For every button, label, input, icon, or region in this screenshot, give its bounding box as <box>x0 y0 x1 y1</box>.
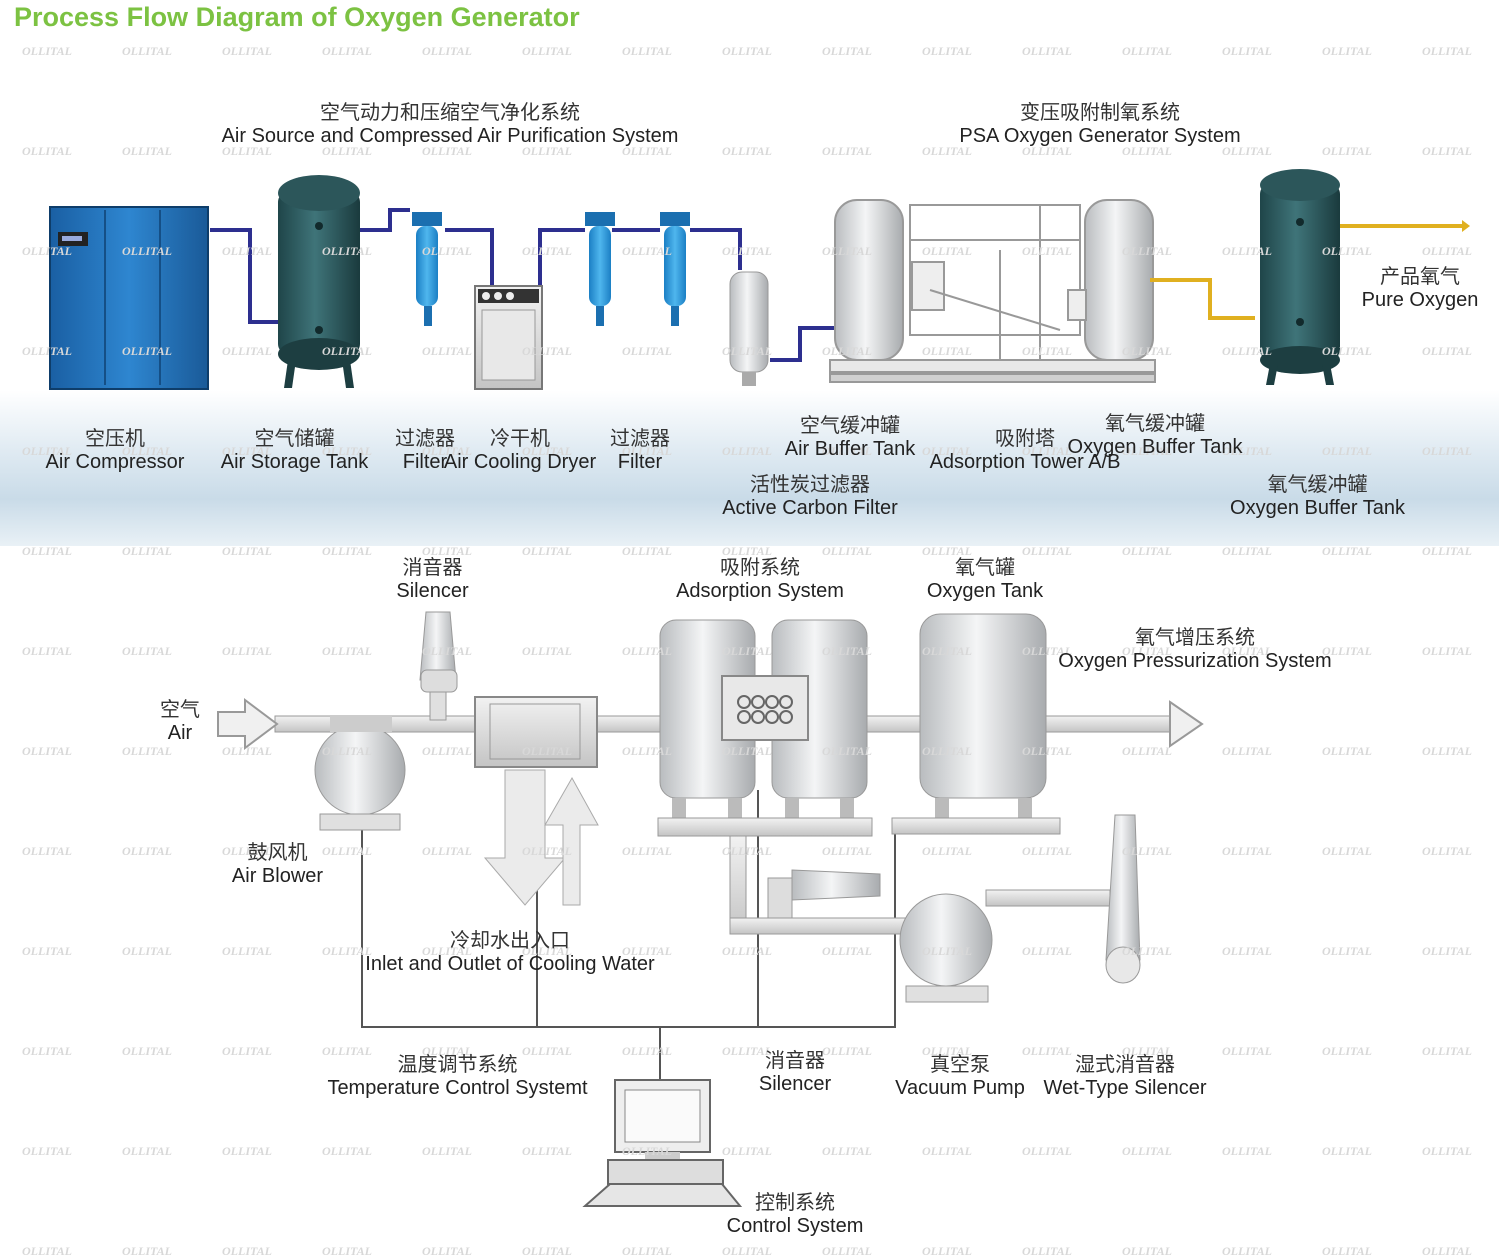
oxygen-arrow-icon <box>1462 220 1470 232</box>
page-title: Process Flow Diagram of Oxygen Generator <box>14 2 580 32</box>
control-computer-icon <box>582 1079 743 1207</box>
filter-2 <box>585 212 690 326</box>
air-storage-tank <box>278 175 360 388</box>
valve-panel-icon <box>737 695 793 724</box>
air-compressor-unit <box>49 206 209 390</box>
heat-exchanger <box>474 696 599 906</box>
oxygen-tank <box>891 613 1061 835</box>
oxygen-buffer-tank <box>1260 169 1340 385</box>
silencer-top <box>419 611 458 721</box>
air-blower <box>314 716 406 831</box>
air-cooling-dryer <box>474 285 543 390</box>
air-pipes <box>210 208 840 362</box>
psa-oxygen-generator <box>829 199 1156 383</box>
oxygen-pipes <box>1150 224 1462 320</box>
adsorption-towers <box>657 619 873 837</box>
mountain-background <box>0 390 1499 546</box>
filter-1 <box>412 212 442 326</box>
vacuum-circuit <box>729 814 1141 1003</box>
active-carbon-filter <box>729 271 769 386</box>
